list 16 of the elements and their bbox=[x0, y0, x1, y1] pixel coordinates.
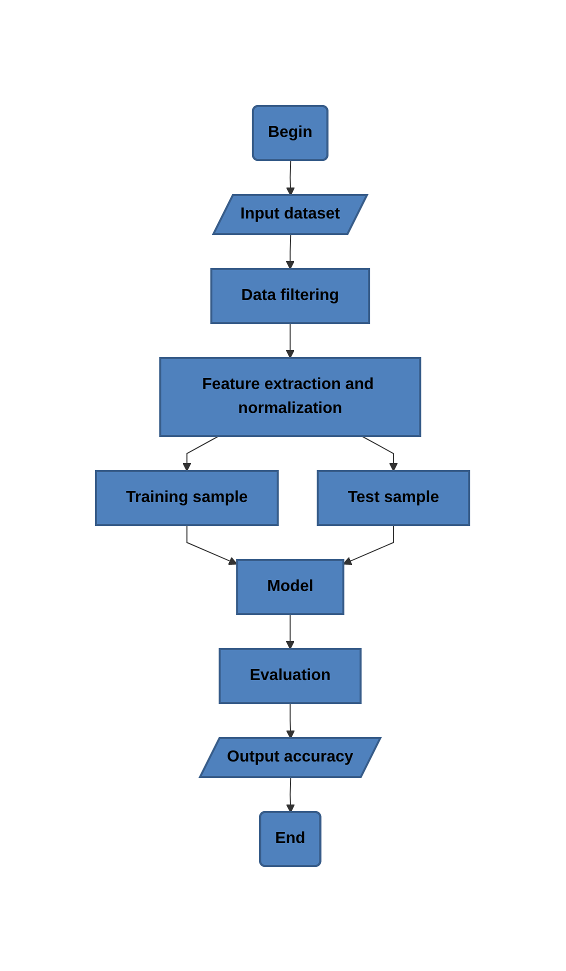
node-box: Data filtering bbox=[210, 268, 371, 324]
node-box: Evaluation bbox=[219, 648, 362, 704]
arrow bbox=[286, 234, 296, 269]
arrow bbox=[286, 776, 296, 812]
node-box: Training sample bbox=[95, 470, 280, 526]
arrow bbox=[186, 524, 238, 565]
node-box: Test sample bbox=[317, 470, 471, 526]
arrow bbox=[286, 613, 296, 649]
arrow bbox=[182, 435, 220, 471]
arrow bbox=[286, 702, 296, 738]
arrow bbox=[361, 435, 398, 471]
arrow bbox=[286, 322, 296, 358]
node-box: Feature extraction and normalization bbox=[160, 356, 422, 436]
arrow bbox=[286, 160, 296, 196]
arrow bbox=[343, 524, 394, 565]
node-box: Model bbox=[236, 558, 345, 614]
